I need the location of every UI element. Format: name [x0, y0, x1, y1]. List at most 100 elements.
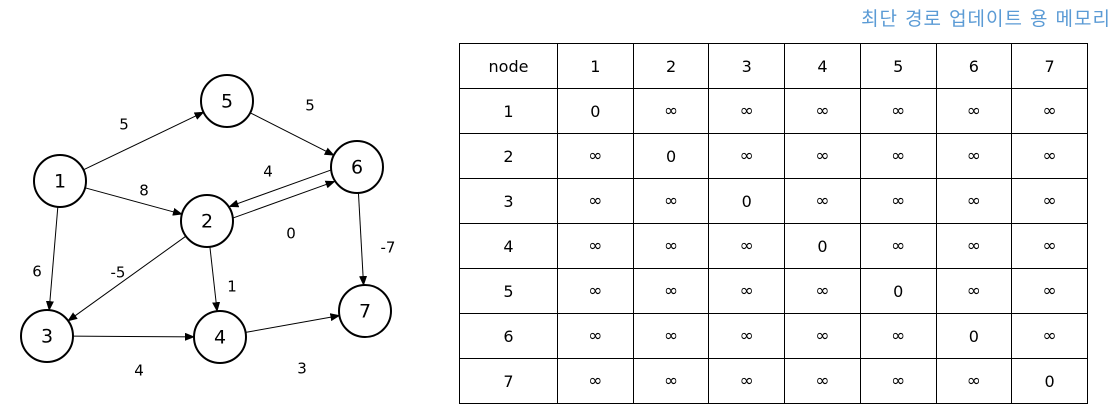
distance-cell: 0: [708, 178, 786, 224]
distance-cell: 0: [859, 268, 937, 314]
edge-2-4: [209, 246, 221, 313]
distance-cell: ∞: [632, 268, 710, 314]
node-circle-2: [180, 194, 234, 248]
node-circle-5: [200, 74, 254, 128]
node-circle-3: [20, 309, 74, 363]
distance-cell: ∞: [632, 178, 710, 224]
header-col-3: 3: [708, 43, 786, 89]
distance-cell: ∞: [708, 268, 786, 314]
distance-cell: ∞: [935, 268, 1013, 314]
edge-4-7: [245, 313, 341, 333]
edge-weight-5-6: 5: [305, 97, 315, 115]
table-row: 6∞∞∞∞∞0∞: [459, 313, 1088, 359]
memory-caption: 최단 경로 업데이트 용 메모리: [861, 8, 1111, 30]
edge-3-4: [72, 332, 196, 341]
graph-node-3: 3: [20, 309, 74, 363]
graph-node-5: 5: [200, 74, 254, 128]
distance-cell: ∞: [557, 358, 634, 404]
distance-cell: ∞: [708, 223, 786, 269]
distance-cell: ∞: [859, 88, 937, 134]
edge-6-7: [357, 192, 368, 287]
graph-node-4: 4: [193, 310, 247, 364]
row-node-label: 3: [459, 178, 558, 224]
distance-cell: ∞: [859, 358, 937, 404]
table-row: 2∞0∞∞∞∞∞: [459, 133, 1088, 179]
node-circle-7: [338, 284, 392, 338]
node-label-1: 1: [54, 171, 66, 193]
nodes-layer: 1 2 3 4 5 6 7: [20, 74, 392, 364]
distance-cell: ∞: [859, 223, 937, 269]
edge-weight-2-3: -5: [111, 264, 126, 282]
edge-weight-6-7: -7: [381, 239, 396, 257]
distance-cell: ∞: [632, 358, 710, 404]
node-label-4: 4: [214, 327, 226, 349]
edge-weight-2-6: 4: [263, 163, 273, 181]
distance-cell: ∞: [784, 313, 861, 359]
row-node-label: 2: [459, 133, 558, 179]
edge-weight-1-2: 8: [139, 182, 149, 200]
distance-cell: 0: [632, 133, 710, 179]
distance-cell: ∞: [859, 313, 937, 359]
edge-5-6: [249, 112, 335, 156]
edge-weight-3-4: 4: [134, 362, 144, 380]
distance-cell: ∞: [1011, 223, 1088, 269]
graph-node-2: 2: [180, 194, 234, 248]
graph-node-6: 6: [330, 140, 384, 194]
distance-cell: ∞: [935, 133, 1013, 179]
distance-cell: ∞: [1011, 313, 1088, 359]
edge-2-3: [67, 235, 187, 322]
graph-diagram: 5 8 6 5 4 0 -7 -5 1 4 3 1 2 3 4 5 6 7: [20, 74, 396, 380]
distance-cell: ∞: [784, 133, 861, 179]
header-node: node: [459, 43, 558, 89]
distance-cell: ∞: [632, 88, 710, 134]
distance-cell: ∞: [784, 268, 861, 314]
edge-weight-2-4: 1: [227, 278, 237, 296]
distance-cell: 0: [784, 223, 861, 269]
row-node-label: 7: [459, 358, 558, 404]
table-row: 4∞∞∞0∞∞∞: [459, 223, 1088, 269]
table-row: 3∞∞0∞∞∞∞: [459, 178, 1088, 224]
node-circle-4: [193, 310, 247, 364]
distance-cell: ∞: [859, 133, 937, 179]
distance-cell: ∞: [1011, 178, 1088, 224]
distance-cell: ∞: [935, 178, 1013, 224]
edge-1-3: [45, 206, 59, 312]
edge-weight-4-7: 3: [297, 360, 307, 378]
distance-cell: ∞: [557, 313, 634, 359]
table-row: 5∞∞∞∞0∞∞: [459, 268, 1088, 314]
node-label-7: 7: [359, 301, 371, 323]
distance-cell: ∞: [632, 223, 710, 269]
distance-cell: ∞: [1011, 268, 1088, 314]
distance-cell: ∞: [708, 313, 786, 359]
edge-weight-1-5: 5: [119, 116, 129, 134]
graph-node-1: 1: [33, 154, 87, 208]
header-col-2: 2: [632, 43, 710, 89]
distance-cell: ∞: [708, 88, 786, 134]
edge-2-6: [233, 180, 336, 219]
row-node-label: 1: [459, 88, 558, 134]
distance-cell: ∞: [935, 223, 1013, 269]
distance-cell: ∞: [784, 358, 861, 404]
edge-weight-6-2: 0: [286, 225, 296, 243]
distance-cell: 0: [935, 313, 1013, 359]
header-col-7: 7: [1011, 43, 1088, 89]
edge-1-5: [83, 111, 205, 171]
distance-cell: 0: [557, 88, 634, 134]
distance-cell: ∞: [708, 133, 786, 179]
node-label-5: 5: [221, 91, 233, 113]
distance-cell: ∞: [557, 133, 634, 179]
graph-node-7: 7: [338, 284, 392, 338]
row-node-label: 5: [459, 268, 558, 314]
node-label-3: 3: [41, 326, 53, 348]
node-label-2: 2: [201, 211, 213, 233]
distance-cell: ∞: [557, 268, 634, 314]
node-label-6: 6: [351, 157, 363, 179]
distance-cell: ∞: [557, 178, 634, 224]
table-row: 7∞∞∞∞∞∞0: [459, 358, 1088, 404]
distance-cell: ∞: [557, 223, 634, 269]
row-node-label: 6: [459, 313, 558, 359]
distance-cell: 0: [1011, 358, 1088, 404]
